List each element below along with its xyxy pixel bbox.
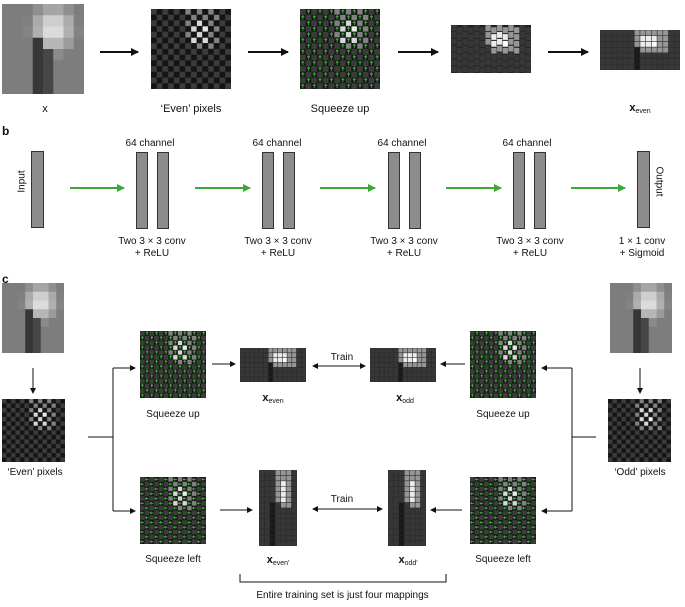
image-c-x-even-prime	[259, 470, 297, 546]
caption-c-squeeze-up-right: Squeeze up	[476, 409, 530, 420]
conv-bar-3a	[388, 152, 400, 229]
train-label-top: Train	[330, 352, 354, 363]
output-bar	[637, 151, 650, 228]
caption-c-x-even-prime: xeven′	[266, 554, 290, 567]
caption-even-pixels: ‘Even’ pixels	[160, 103, 222, 115]
caption-c-squeeze-left-left: Squeeze left	[145, 554, 201, 565]
conv-bar-1a	[136, 152, 148, 229]
channel-label-4: 64 channel	[502, 138, 552, 149]
channel-label-2: 64 channel	[252, 138, 302, 149]
caption-c-x-odd-prime: xodd′	[398, 554, 418, 567]
image-c-squeeze-up-right	[470, 331, 536, 398]
panel-b-letter: b	[2, 124, 10, 138]
caption-c-even-pixels: ‘Even’ pixels	[7, 467, 63, 478]
conv-label-3b: + ReLU	[386, 248, 422, 259]
image-c-x-even	[240, 348, 306, 382]
conv-label-2a: Two 3 × 3 conv	[244, 236, 312, 247]
image-x-blurred	[2, 4, 84, 94]
caption-x-even: xeven	[629, 102, 651, 115]
conv-label-1a: Two 3 × 3 conv	[118, 236, 186, 247]
channel-label-3: 64 channel	[377, 138, 427, 149]
conv-label-4a: Two 3 × 3 conv	[496, 236, 564, 247]
caption-c-x-odd: xodd	[396, 392, 414, 405]
conv-label-1b: + ReLU	[134, 248, 170, 259]
conv-label-2b: + ReLU	[260, 248, 296, 259]
image-c-squeeze-left-right	[470, 477, 536, 544]
conv-bar-2b	[283, 152, 295, 229]
image-squeeze-up	[300, 9, 380, 89]
image-c-x-odd-prime	[388, 470, 426, 546]
image-c-x-odd	[370, 348, 436, 382]
conv-label-4b: + ReLU	[512, 248, 548, 259]
caption-x: x	[42, 103, 48, 115]
final-label-2: + Sigmoid	[619, 248, 665, 259]
conv-bar-2a	[262, 152, 274, 229]
train-label-bottom: Train	[330, 494, 354, 505]
image-even-pixels	[151, 9, 231, 89]
bracket-text: Entire training set is just four mapping…	[256, 590, 429, 601]
image-c-odd-right	[608, 399, 671, 462]
caption-c-squeeze-left-right: Squeeze left	[475, 554, 531, 565]
caption-c-odd-pixels: ‘Odd’ pixels	[614, 467, 666, 478]
caption-squeeze-up: Squeeze up	[310, 103, 370, 115]
conv-bar-3b	[409, 152, 421, 229]
caption-c-x-even: xeven	[262, 392, 284, 405]
image-c-squeeze-left-left	[140, 477, 206, 544]
channel-label-1: 64 channel	[125, 138, 175, 149]
conv-bar-4b	[534, 152, 546, 229]
image-squeezed-wavy	[451, 25, 531, 73]
conv-label-3a: Two 3 × 3 conv	[370, 236, 438, 247]
conv-bar-1b	[157, 152, 169, 229]
image-c-x-right	[610, 283, 672, 353]
panel-c-letter: c	[2, 272, 9, 286]
caption-c-squeeze-up-left: Squeeze up	[146, 409, 200, 420]
image-x-even	[600, 30, 680, 70]
image-c-x-left	[2, 283, 64, 353]
training-bracket	[239, 574, 447, 583]
image-c-squeeze-up-left	[140, 331, 206, 398]
conv-bar-4a	[513, 152, 525, 229]
input-bar	[31, 151, 44, 228]
final-label-1: 1 × 1 conv	[618, 236, 666, 247]
image-c-even-left	[2, 399, 65, 462]
